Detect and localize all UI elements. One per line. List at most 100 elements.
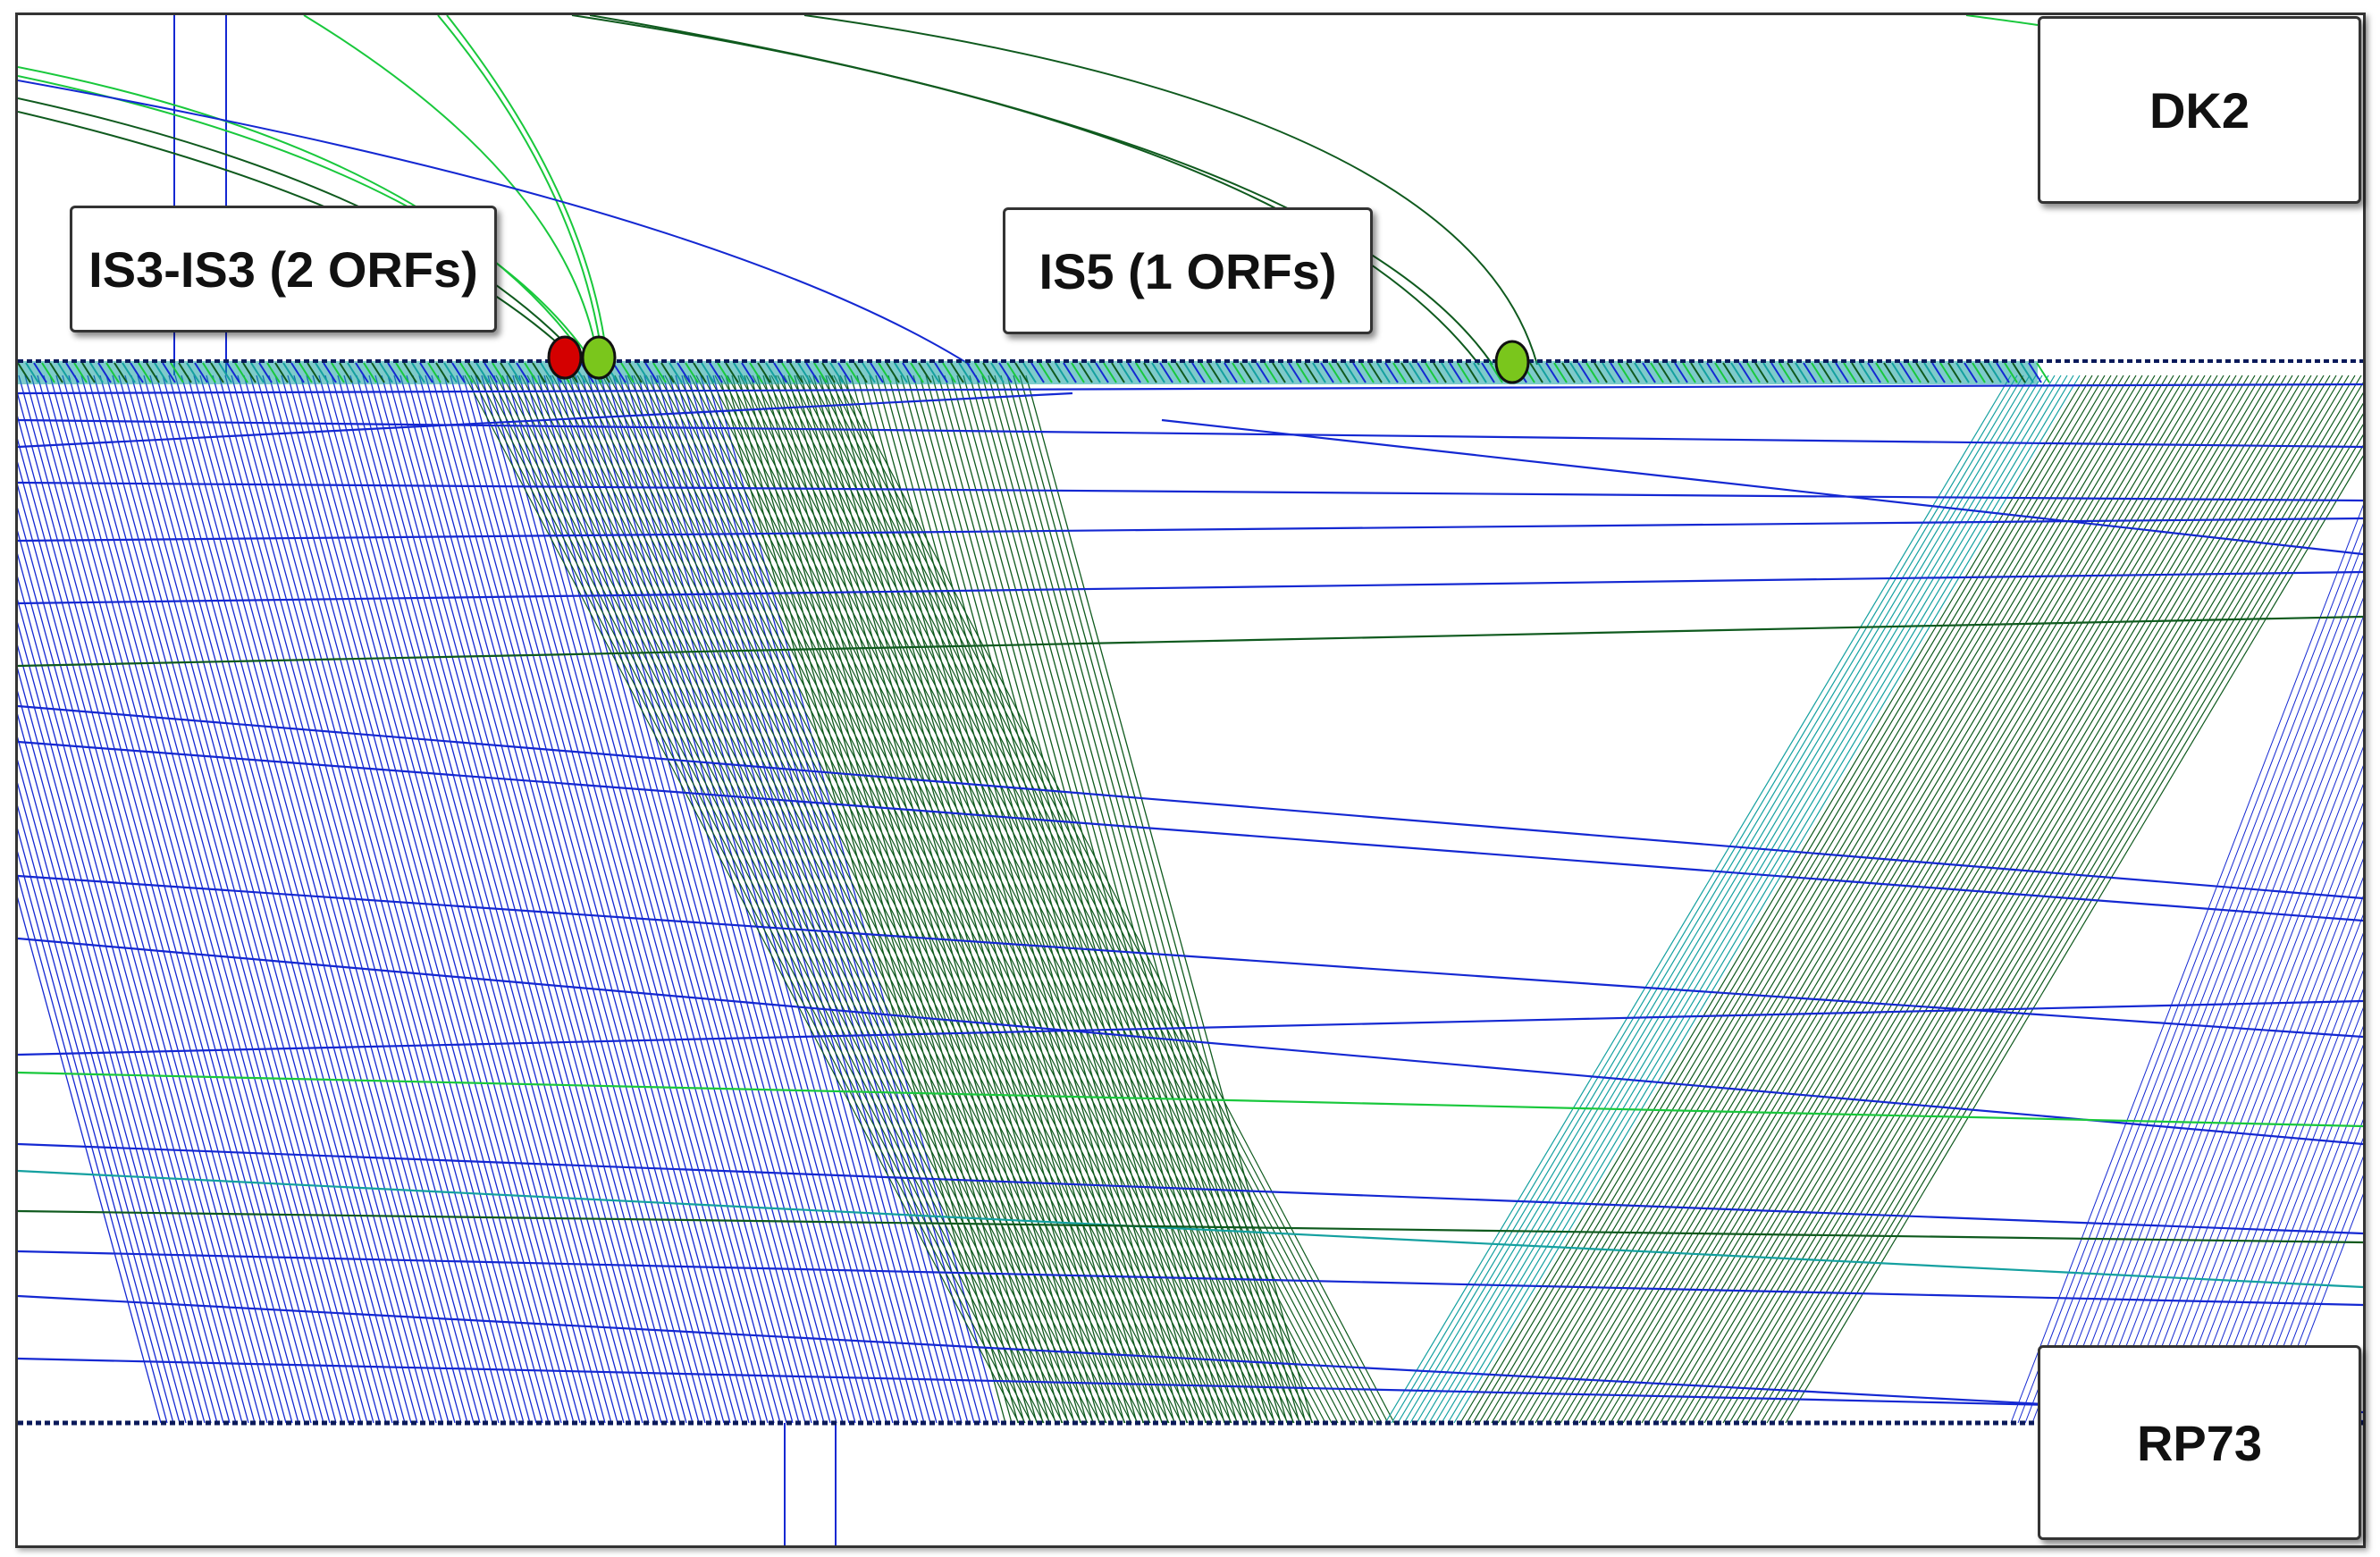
synteny-link	[802, 375, 1358, 1424]
feature-tick	[49, 362, 63, 383]
synteny-link	[2060, 635, 2363, 1424]
feature-tick	[1569, 362, 1584, 383]
feature-tick	[1964, 362, 1978, 383]
feature-tick	[1690, 362, 1704, 383]
element-arc	[303, 15, 600, 366]
feature-tick	[299, 362, 313, 383]
feature-tick	[765, 362, 779, 383]
synteny-link	[733, 375, 1289, 1424]
cross-link	[18, 937, 2363, 1146]
cross-link	[18, 1250, 2363, 1307]
feature-tick	[612, 362, 627, 383]
synteny-link	[675, 375, 963, 1424]
cross-link	[18, 1142, 2363, 1235]
synteny-link	[356, 375, 643, 1424]
feature-tick	[1779, 362, 1793, 383]
feature-tick	[459, 362, 474, 383]
feature-tick	[1215, 362, 1230, 383]
synteny-link	[1416, 375, 2043, 1424]
feature-tick	[1457, 362, 1471, 383]
feature-tick	[1795, 362, 1809, 383]
synteny-link	[118, 375, 406, 1424]
feature-tick	[1481, 362, 1495, 383]
feature-tick	[242, 362, 257, 383]
feature-tick	[290, 362, 305, 383]
cross-link	[18, 874, 2363, 1039]
synteny-link	[43, 375, 331, 1424]
feature-tick	[532, 362, 546, 383]
synteny-link	[568, 375, 856, 1424]
synteny-link	[1660, 375, 2287, 1424]
synteny-link	[281, 375, 568, 1424]
synteny-link	[74, 375, 362, 1424]
synteny-link	[656, 375, 944, 1424]
synteny-link	[1728, 375, 2356, 1424]
feature-tick	[1167, 362, 1182, 383]
feature-tick	[403, 362, 417, 383]
synteny-link	[2189, 970, 2363, 1424]
synteny-link	[18, 461, 281, 1424]
cross-link	[18, 704, 2363, 900]
feature-tick	[1939, 362, 1954, 383]
feature-tick	[1328, 362, 1342, 383]
synteny-link	[262, 375, 550, 1424]
feature-tick	[1392, 362, 1407, 383]
synteny-link	[1678, 375, 2306, 1424]
synteny-link	[1710, 375, 2337, 1424]
synteny-link	[18, 759, 199, 1424]
feature-tick	[636, 362, 651, 383]
feature-tick	[1843, 362, 1857, 383]
feature-tick	[2020, 362, 2034, 383]
synteny-link	[576, 375, 1132, 1424]
feature-tick	[1859, 362, 1873, 383]
synteny-link	[1578, 375, 2206, 1424]
feature-tick	[1666, 362, 1680, 383]
feature-tick	[1867, 362, 1881, 383]
feature-tick	[1537, 362, 1552, 383]
feature-tick	[974, 362, 988, 383]
synteny-link	[2217, 1044, 2363, 1424]
feature-tick	[1344, 362, 1358, 383]
synteny-link	[643, 375, 931, 1424]
genome-tracks	[18, 359, 2363, 1426]
feature-tick	[363, 362, 377, 383]
synteny-link	[587, 375, 875, 1424]
feature-tick	[475, 362, 490, 383]
feature-tick	[1891, 362, 1905, 383]
synteny-link	[418, 375, 706, 1424]
synteny-link	[1541, 375, 2168, 1424]
synteny-link	[2246, 1119, 2363, 1424]
feature-tick	[500, 362, 514, 383]
synteny-link	[2232, 1081, 2363, 1424]
cross-link	[18, 999, 2363, 1056]
synteny-link	[1666, 375, 2293, 1424]
synteny-link	[633, 375, 1189, 1424]
synteny-link	[2081, 690, 2363, 1424]
synteny-link	[18, 507, 268, 1424]
feature-tick	[1787, 362, 1801, 383]
synteny-link	[595, 375, 1151, 1424]
synteny-link	[645, 375, 1201, 1424]
feature-tick	[1650, 362, 1664, 383]
feature-tick	[982, 362, 997, 383]
feature-tick	[805, 362, 820, 383]
feature-tick	[234, 362, 248, 383]
synteny-link	[593, 375, 881, 1424]
synteny-link	[1741, 382, 2363, 1424]
feature-tick	[492, 362, 506, 383]
synteny-link	[1547, 375, 2174, 1424]
synteny-link	[443, 375, 731, 1424]
synteny-link	[493, 375, 781, 1424]
feature-tick	[1240, 362, 1254, 383]
synteny-link	[808, 375, 1364, 1424]
synteny-link	[112, 375, 399, 1424]
feature-tick	[162, 362, 176, 383]
feature-tick	[1207, 362, 1222, 383]
feature-tick	[1352, 362, 1367, 383]
feature-tick	[1626, 362, 1640, 383]
feature-tick	[443, 362, 458, 383]
feature-tick	[1417, 362, 1431, 383]
feature-tick	[1087, 362, 1101, 383]
feature-tick	[1819, 362, 1833, 383]
